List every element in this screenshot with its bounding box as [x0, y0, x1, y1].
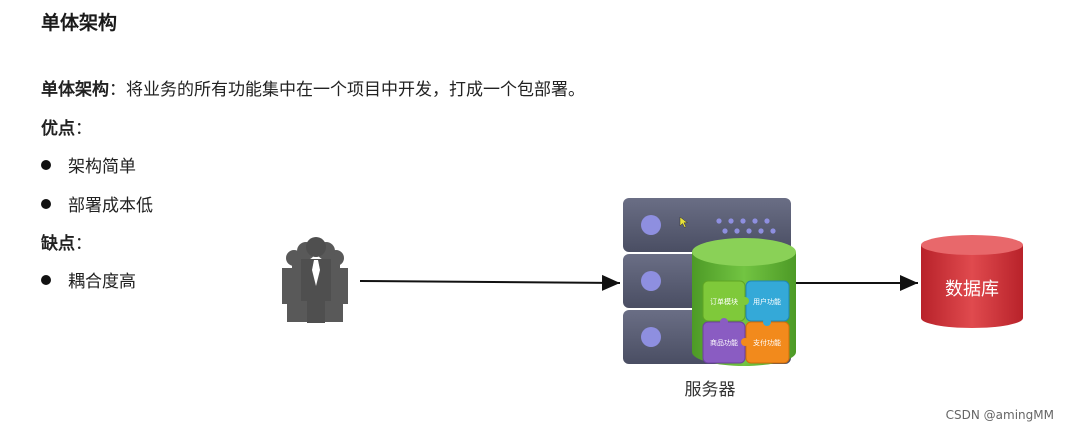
svg-text:用户功能: 用户功能: [753, 297, 781, 306]
bullet-dot-icon: [41, 199, 51, 209]
watermark: CSDN @amingMM: [945, 408, 1054, 422]
cons-colon: ：: [75, 234, 92, 254]
definition-text: ：将业务的所有功能集中在一个项目中开发，打成一个包部署。: [109, 80, 585, 100]
pros-item-label: 架构简单: [68, 157, 136, 177]
cons-item-1: 耦合度高: [41, 267, 136, 292]
arrow-users-to-server: [359, 274, 621, 291]
bullet-dot-icon: [41, 275, 51, 285]
cons-item-label: 耦合度高: [68, 272, 136, 292]
svg-text:支付功能: 支付功能: [753, 338, 781, 347]
module-product: 商品功能: [702, 321, 746, 364]
module-user: 用户功能: [745, 280, 790, 322]
module-payment: 支付功能: [745, 321, 790, 364]
svg-text:订单模块: 订单模块: [710, 297, 738, 306]
cons-label: 缺点: [41, 234, 75, 254]
server-label: 服务器: [685, 380, 736, 400]
pros-item-1: 架构简单: [41, 152, 136, 177]
bullet-dot-icon: [41, 160, 51, 170]
definition-term: 单体架构: [41, 80, 109, 100]
pros-item-2: 部署成本低: [41, 191, 153, 216]
users-group-icon: [282, 237, 348, 323]
pros-heading: 优点：: [41, 114, 92, 139]
module-order: 订单模块: [702, 280, 746, 322]
page-title: 单体架构: [41, 12, 118, 34]
pros-label: 优点: [41, 119, 75, 139]
puzzle-knobs: [720, 297, 771, 346]
database-icon: 数据库: [921, 235, 1023, 328]
database-label: 数据库: [945, 279, 999, 300]
pros-colon: ：: [75, 119, 92, 139]
pros-item-label: 部署成本低: [68, 196, 153, 216]
svg-text:商品功能: 商品功能: [710, 338, 738, 347]
cons-heading: 缺点：: [41, 229, 92, 254]
definition-line: 单体架构：将业务的所有功能集中在一个项目中开发，打成一个包部署。: [41, 75, 585, 100]
